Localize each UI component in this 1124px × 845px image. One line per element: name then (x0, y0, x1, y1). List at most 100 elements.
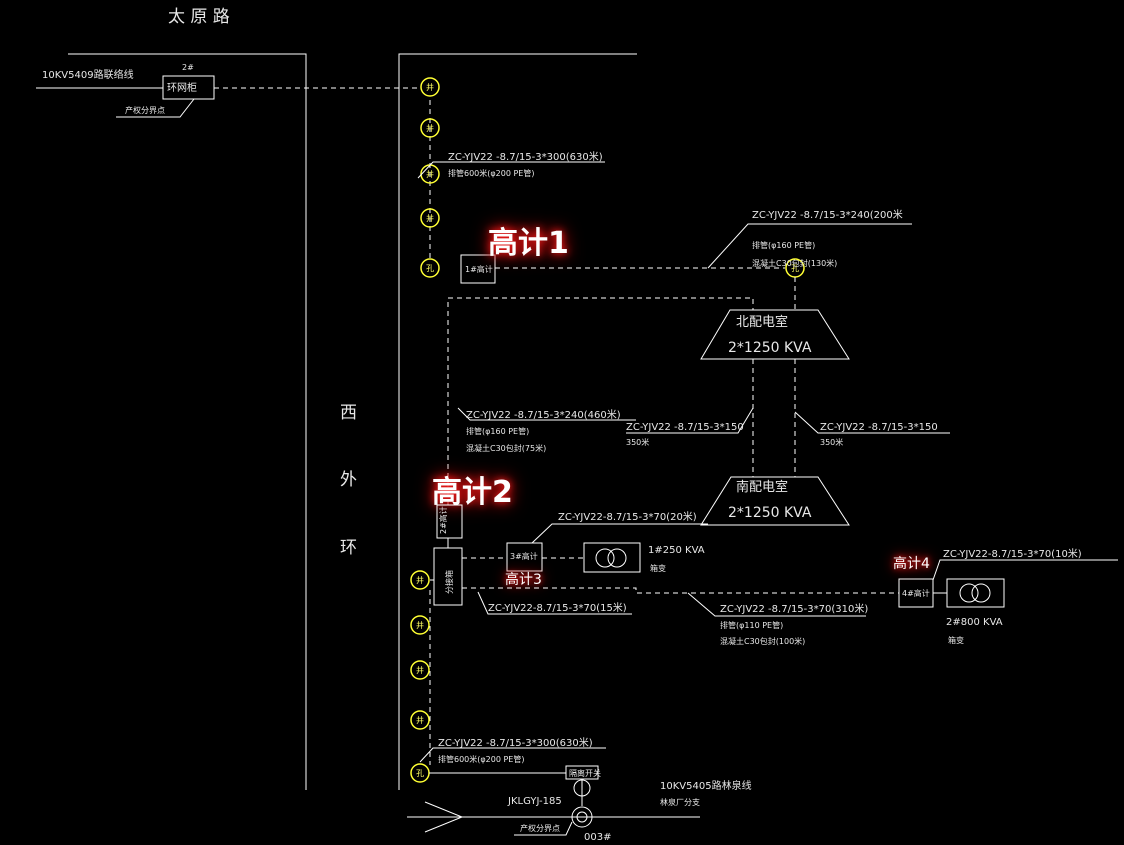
cable-tie-right-length: 350米 (820, 437, 843, 447)
cable-meter4-mid-encase: 混凝土C30包封(100米) (720, 636, 805, 646)
ring-cabinet-label: 环网柜 (167, 81, 197, 94)
north-room-name: 北配电室 (736, 314, 788, 330)
cable-main-bottom-conduit: 排管600米(φ200 PE管) (438, 754, 524, 764)
transformer1-type: 箱变 (650, 563, 666, 573)
transformer1-capacity: 1#250 KVA (648, 545, 705, 556)
meter2-box-label: 2#高计 (438, 506, 448, 534)
meter2-to-north-room-cable (447, 297, 754, 505)
source-line-top-label: 10KV5409路联络线 (42, 68, 134, 81)
north-room[interactable] (700, 309, 850, 360)
manhole-2[interactable] (420, 118, 440, 138)
manhole-10[interactable] (410, 710, 430, 730)
cable-tie-left-length: 350米 (626, 437, 649, 447)
ring-cabinet-tag: 产权分界点 (125, 105, 165, 115)
manhole-5[interactable] (420, 258, 440, 278)
cable-meter2-north-encase: 混凝土C30包封(75米) (466, 443, 546, 453)
cable-main-bottom-spec: ZC-YJV22 -8.7/15-3*300(630米) (438, 736, 593, 749)
meter2-highlight: 高计2 (432, 475, 513, 510)
transformer2-capacity: 2#800 KVA (946, 617, 1003, 628)
manhole-1[interactable] (420, 77, 440, 97)
road-outlines (68, 53, 637, 790)
cable-meter1-north-conduit: 排管(φ160 PE管) (752, 240, 815, 250)
bottom-tag-label: 产权分界点 (520, 823, 560, 833)
cable-tie-right-leader (794, 411, 950, 434)
meter4-box-label: 4#高计 (902, 588, 930, 598)
transformer2-coil-b (971, 583, 991, 603)
manhole-label-6: 孔 (791, 264, 799, 273)
meter4-highlight: 高计4 (893, 555, 930, 572)
cable-sw-down-leader (477, 591, 632, 615)
cable-meter3-leader (531, 523, 708, 544)
transformer2-type: 箱变 (948, 635, 964, 645)
cable-meter4-spec: ZC-YJV22-8.7/15-3*70(10米) (943, 547, 1082, 560)
manhole-7[interactable] (410, 570, 430, 590)
overhead-switch-symbol (573, 779, 591, 797)
switch-to-meter4-cable (462, 587, 899, 594)
transformer1-box[interactable] (583, 542, 641, 573)
transformer2-coil-a (959, 583, 979, 603)
cable-meter1-north-leader (707, 223, 912, 269)
cable-main-top-spec: ZC-YJV22 -8.7/15-3*300(630米) (448, 150, 603, 163)
meter1-box-label: 1#高计 (465, 264, 493, 274)
south-room-name: 南配电室 (736, 479, 788, 495)
meter3-highlight: 高计3 (505, 571, 542, 588)
manhole-label-2: 井 (426, 123, 434, 133)
meter3-box[interactable] (506, 542, 543, 572)
pole-003-outer[interactable] (571, 806, 593, 828)
manhole-label-11: 孔 (416, 769, 424, 778)
cable-meter2-north-leader (457, 407, 636, 421)
north-room-capacity: 2*1250 KVA (728, 340, 812, 356)
ring-cabinet-id: 2# (182, 63, 194, 72)
cable-meter4-mid-conduit: 排管(φ110 PE管) (720, 620, 783, 630)
manhole-4[interactable] (420, 208, 440, 228)
transformer1-coil-b (607, 548, 627, 568)
meter3-box-label: 3#高计 (510, 551, 538, 561)
cable-sw-down-spec: ZC-YJV22-8.7/15-3*70(15米) (488, 601, 627, 614)
cable-main-top-leader (417, 161, 605, 179)
manhole-label-7: 井 (416, 575, 424, 585)
transformer1-coil-a (595, 548, 615, 568)
south-room[interactable] (700, 476, 850, 526)
manhole-label-8: 井 (416, 620, 424, 630)
switch-station-box[interactable] (433, 547, 463, 606)
cable-main-top-conduit: 排管600米(φ200 PE管) (448, 168, 534, 178)
pole-003-inner (576, 811, 588, 823)
manhole-label-5: 孔 (426, 264, 434, 273)
road-name-west-1: 西 (340, 403, 357, 423)
switch-station-label: 分接箱 (444, 570, 454, 594)
source-direction-arrow (424, 801, 464, 833)
overhead-line-label: JKLGYJ-185 (507, 796, 562, 807)
source-line-bottom-branch: 林泉厂分支 (660, 797, 700, 807)
meter1-box[interactable] (460, 254, 496, 284)
cable-tie-right-spec: ZC-YJV22 -8.7/15-3*150 (820, 422, 938, 433)
cable-meter4-mid-spec: ZC-YJV22 -8.7/15-3*70(310米) (720, 602, 868, 615)
cable-meter2-north-conduit: 排管(φ160 PE管) (466, 426, 529, 436)
pole-003-label: 003# (584, 832, 611, 843)
cable-meter4-leader (932, 559, 1118, 581)
manhole-label-4: 井 (426, 213, 434, 223)
transformer2-box[interactable] (946, 578, 1005, 608)
meter1-highlight: 高计1 (488, 226, 569, 261)
south-room-capacity: 2*1250 KVA (728, 505, 812, 521)
cable-meter3-spec: ZC-YJV22-8.7/15-3*70(20米) (558, 510, 697, 523)
cable-tie-left-spec: ZC-YJV22 -8.7/15-3*150 (626, 422, 744, 433)
bottom-tag-leader (514, 821, 573, 836)
cable-meter2-north-spec: ZC-YJV22 -8.7/15-3*240(460米) (466, 408, 621, 421)
meter2-box[interactable] (436, 504, 463, 539)
bottom-isolator-label: 隔离开关 (569, 768, 601, 778)
cable-main-bottom-leader (419, 747, 606, 763)
manhole-label-9: 井 (416, 665, 424, 675)
road-name-west-2: 外 (340, 470, 357, 490)
ring-cabinet-leader (116, 98, 195, 118)
manhole-9[interactable] (410, 660, 430, 680)
cable-meter1-north-encase: 混凝土C30包封(130米) (752, 258, 837, 268)
manhole-label-3: 井 (426, 169, 434, 179)
road-name-west-3: 环 (340, 538, 357, 558)
manhole-8[interactable] (410, 615, 430, 635)
road-name-north: 太 原 路 (168, 7, 230, 27)
source-line-bottom-name: 10KV5405路林泉线 (660, 779, 752, 792)
manhole-label-10: 井 (416, 715, 424, 725)
cable-meter4-mid-leader (687, 592, 866, 617)
manhole-labels: 井 井 井 井 孔 孔 井 井 井 井 孔 (416, 82, 799, 778)
cable-meter1-north-spec: ZC-YJV22 -8.7/15-3*240(200米 (752, 208, 903, 221)
